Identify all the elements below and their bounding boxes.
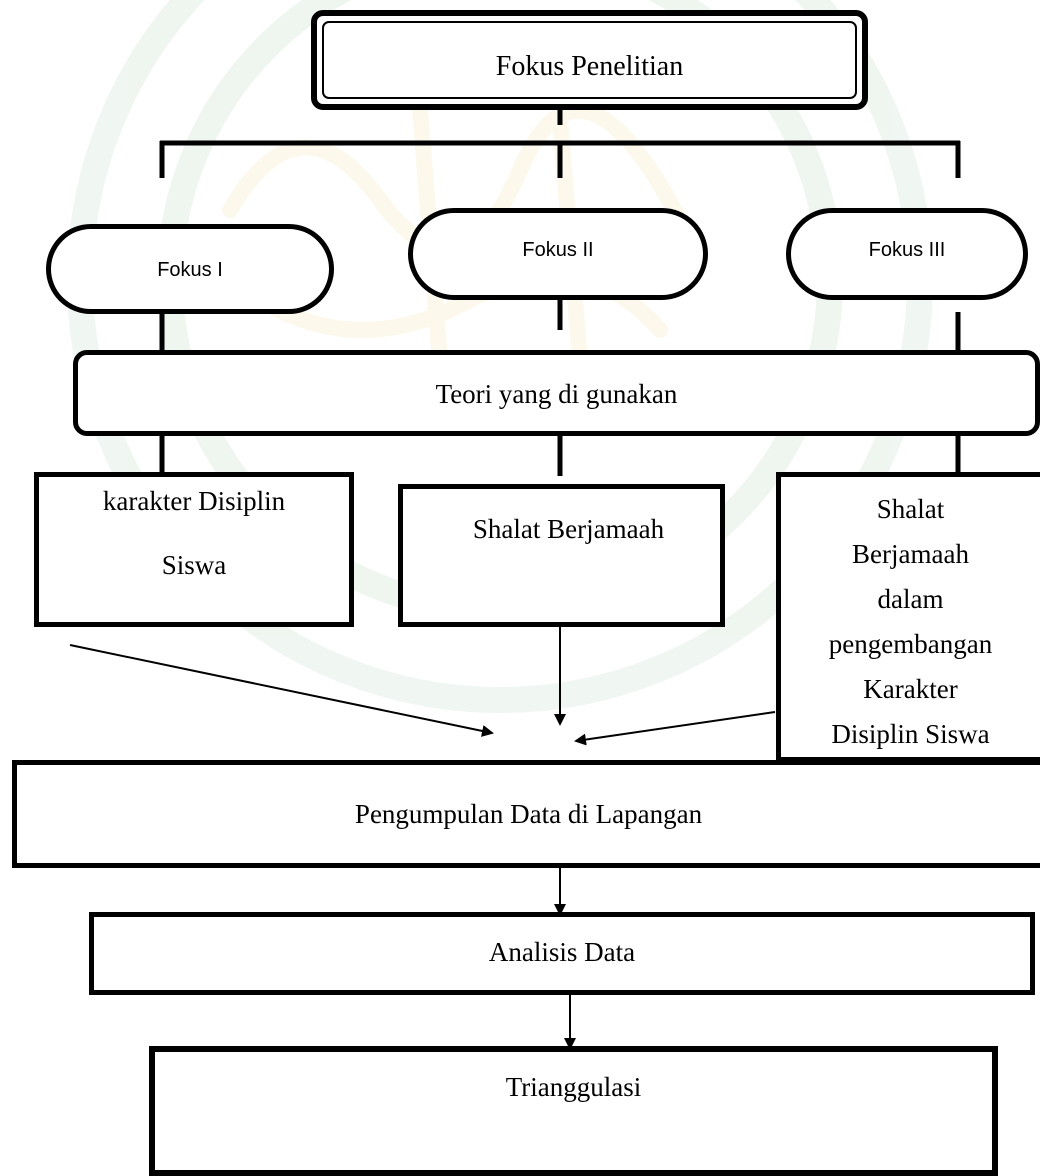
- topic-3-label: Shalat Berjamaah dalam pengembangan Kara…: [828, 494, 993, 749]
- topic-2-box: Shalat Berjamaah: [398, 484, 725, 627]
- step-data-collection-box: Pengumpulan Data di Lapangan: [12, 760, 1040, 868]
- focus-3-node: Fokus III: [786, 208, 1028, 300]
- title-box: Fokus Penelitian: [311, 10, 868, 110]
- focus-3-label: Fokus III: [868, 238, 946, 261]
- connector-lines: [69, 85, 961, 1050]
- step-analysis-label: Analisis Data: [488, 937, 636, 967]
- topic-3-box: Shalat Berjamaah dalam pengembangan Kara…: [776, 472, 1040, 762]
- focus-1-node: Fokus I: [46, 224, 334, 314]
- title-label: Fokus Penelitian: [322, 21, 857, 99]
- topic-2-label: Shalat Berjamaah: [472, 514, 665, 544]
- theory-box: Teori yang di gunakan: [73, 350, 1040, 436]
- topic-1-box: karakter Disiplin Siswa: [34, 472, 354, 627]
- step-data-collection-label: Pengumpulan Data di Lapangan: [354, 799, 703, 829]
- focus-2-label: Fokus II: [522, 238, 594, 261]
- topic-1-label: karakter Disiplin Siswa: [102, 486, 286, 580]
- step-analysis-box: Analisis Data: [89, 912, 1035, 995]
- step-triangulation-label: Trianggulasi: [505, 1072, 642, 1102]
- focus-1-label: Fokus I: [157, 258, 223, 281]
- step-triangulation-box: Trianggulasi: [149, 1046, 998, 1176]
- theory-label: Teori yang di gunakan: [435, 379, 678, 409]
- focus-2-node: Fokus II: [408, 208, 708, 300]
